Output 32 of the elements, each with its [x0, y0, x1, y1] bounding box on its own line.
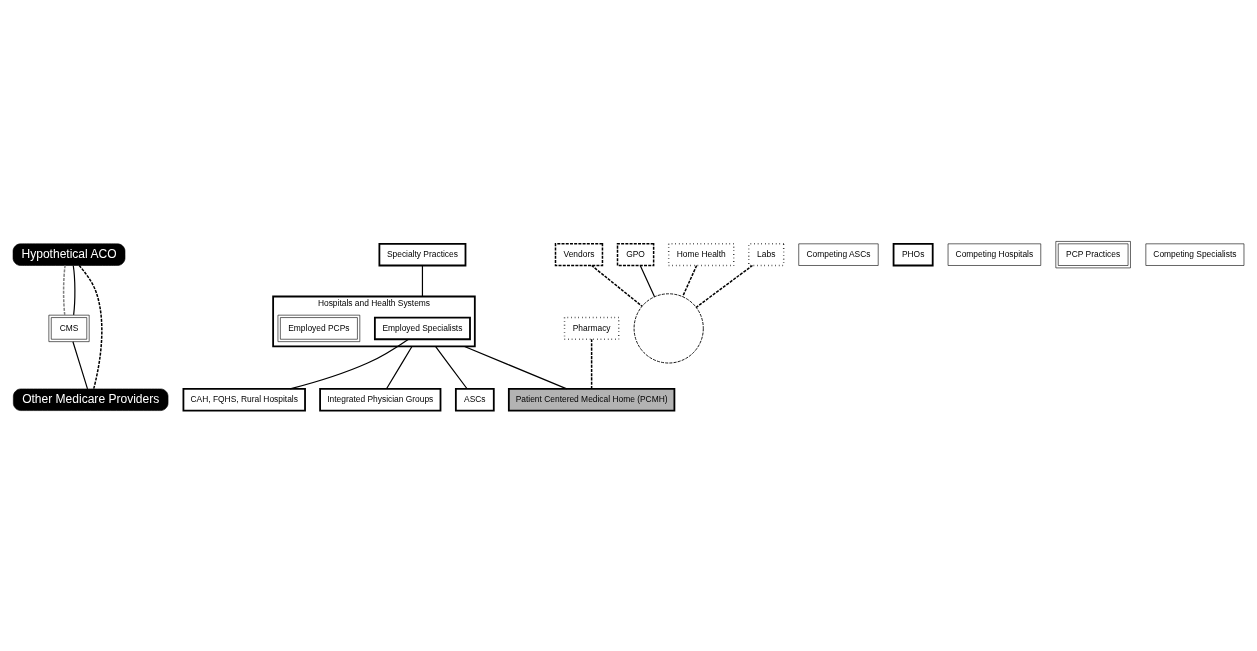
connector: [681, 264, 698, 297]
node-box: Hypothetical ACO: [12, 243, 126, 266]
connector: [62, 264, 66, 316]
node-box: Patient Centered Medical Home (PCMH): [507, 387, 676, 411]
connector: [72, 340, 89, 389]
node-box: Competing Hospitals: [947, 243, 1042, 266]
connector: [590, 264, 643, 307]
node-box: GPO: [616, 242, 655, 266]
connector: [289, 338, 409, 389]
node-box: PHOs: [892, 242, 934, 266]
connector: [695, 264, 754, 308]
node-box: Integrated Physician Groups: [319, 387, 442, 411]
connector: [385, 345, 413, 389]
connector: [72, 264, 76, 316]
connector: [421, 264, 424, 297]
connector: [639, 264, 656, 297]
node-box: ASCs: [454, 387, 495, 411]
connector: [78, 264, 103, 390]
connector: [590, 338, 593, 389]
node-box: Employed Specialists: [373, 316, 471, 340]
node-box: Pharmacy: [563, 316, 620, 340]
node-box: Home Health: [667, 242, 735, 266]
connector: [463, 345, 568, 389]
node-circle: [633, 292, 704, 363]
node-box: Competing Specialists: [1145, 243, 1245, 266]
node-box: Labs: [748, 242, 785, 266]
connector: [434, 345, 468, 389]
node-box: Other Medicare Providers: [13, 388, 169, 411]
node-box: Competing ASCs: [798, 243, 879, 266]
node-box: Specialty Practices: [378, 242, 467, 266]
node-box: Vendors: [554, 242, 604, 266]
node-box: CAH, FQHS, Rural Hospitals: [182, 387, 306, 411]
